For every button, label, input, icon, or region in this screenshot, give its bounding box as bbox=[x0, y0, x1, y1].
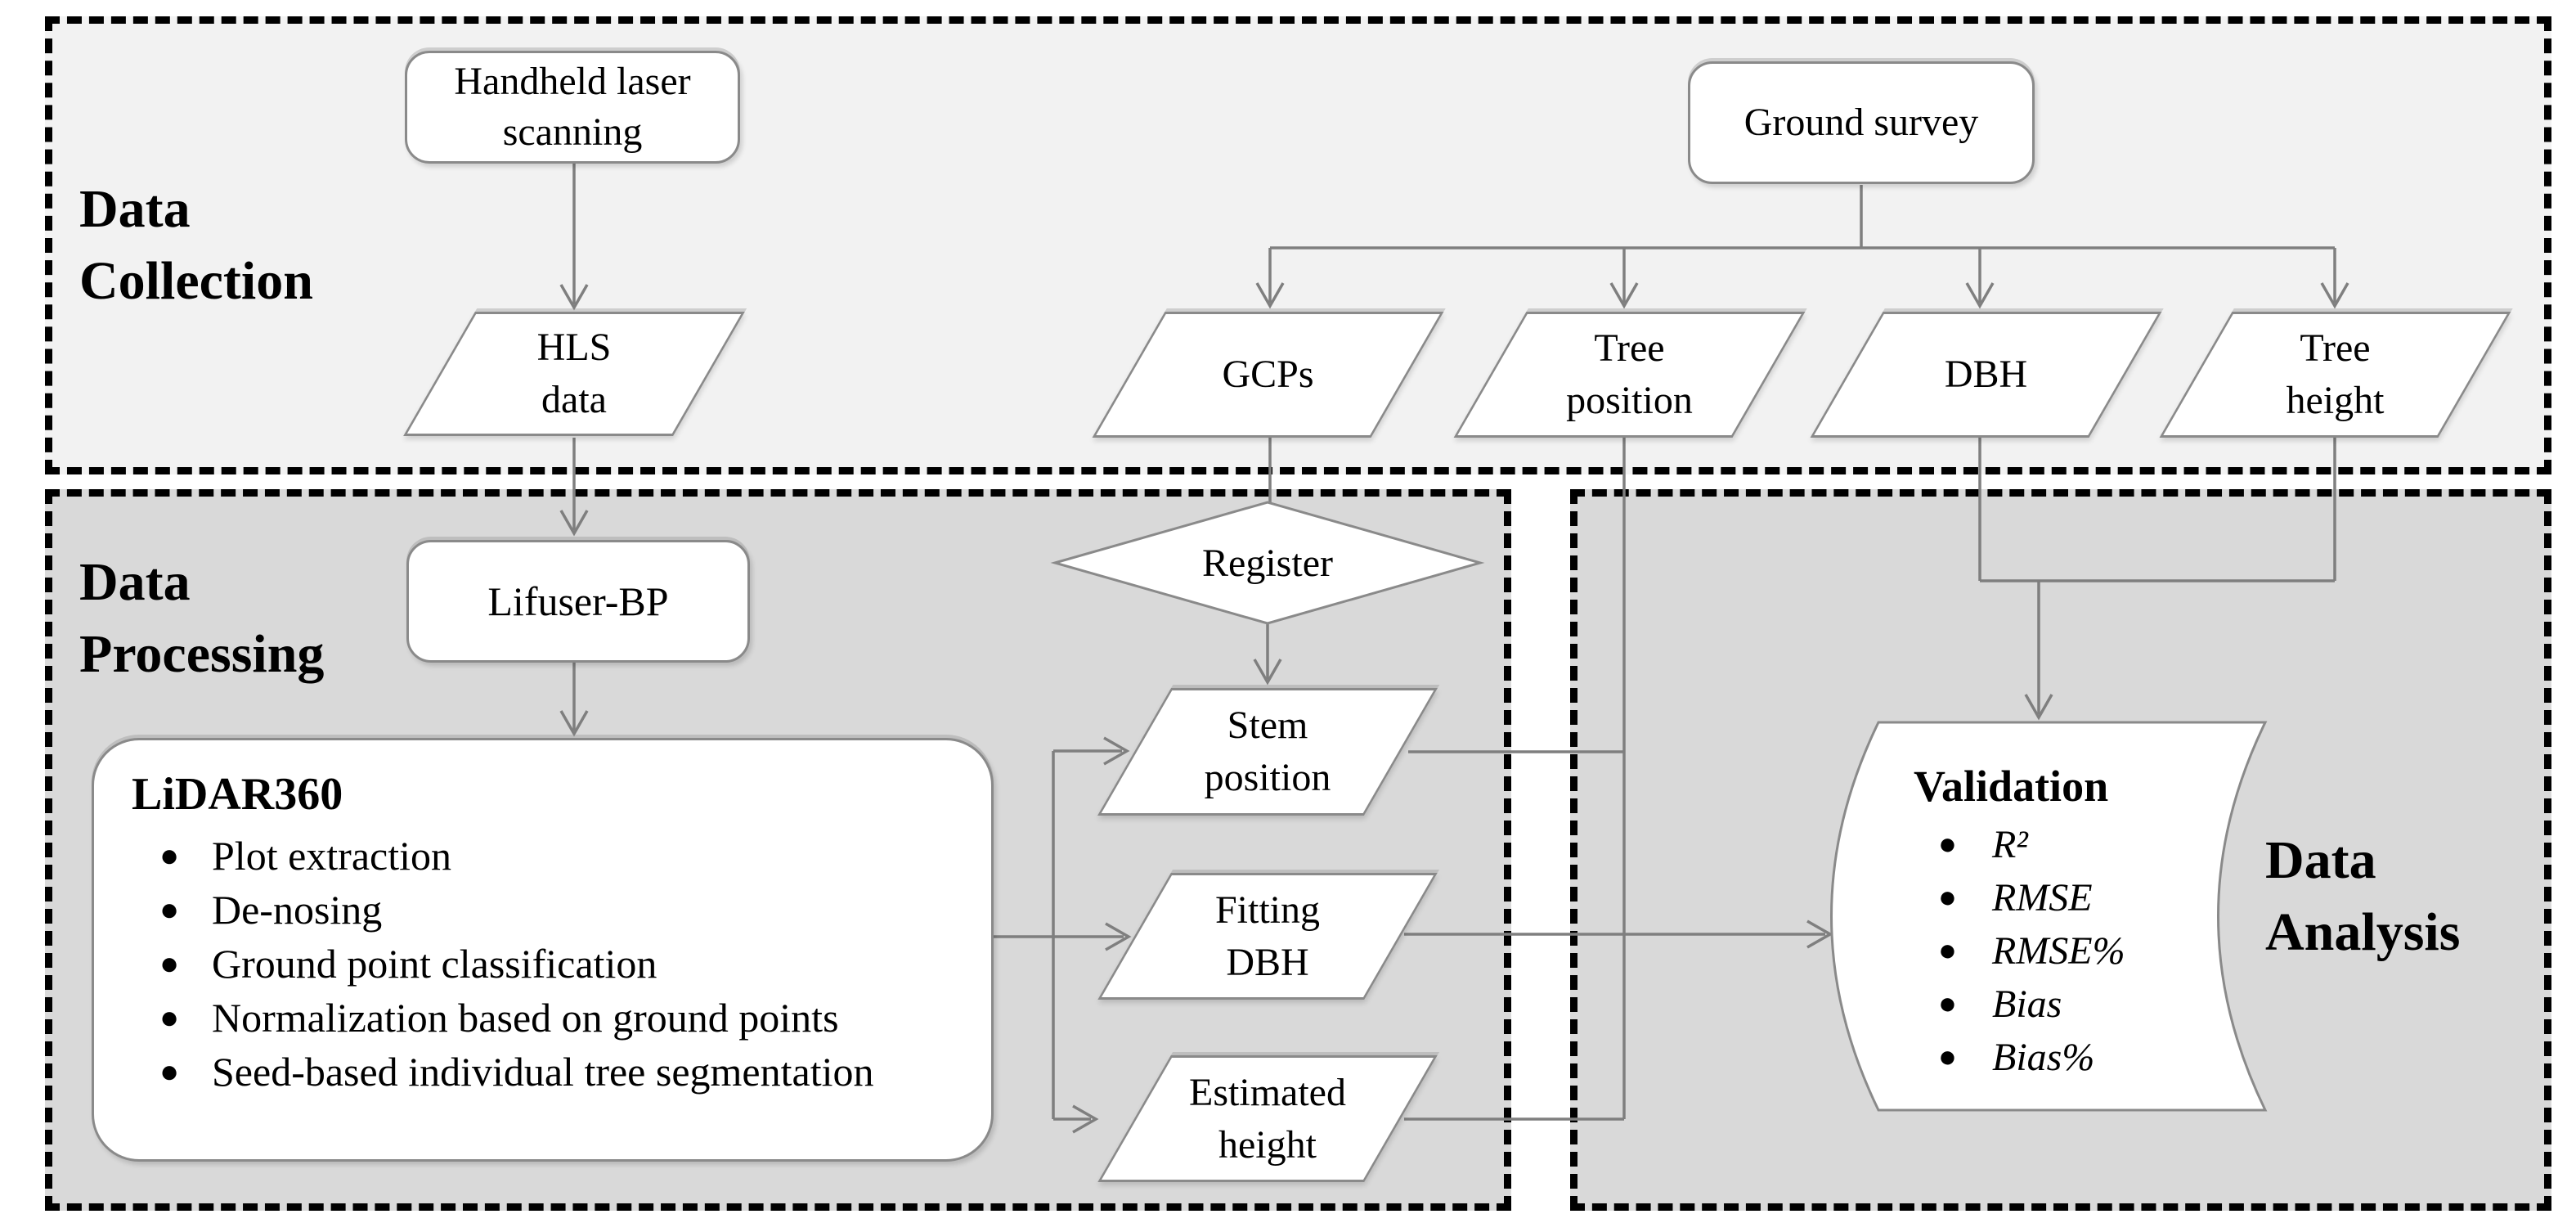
register-diamond-shape bbox=[1050, 501, 1485, 625]
node-label: Estimated height bbox=[1102, 1055, 1434, 1182]
bullet-item: RMSE% bbox=[1905, 924, 2233, 978]
arrowhead-down-icon bbox=[559, 284, 589, 311]
arrowhead-down-icon bbox=[1253, 659, 1282, 686]
node-label: Register bbox=[1202, 541, 1333, 585]
bullet-item: Ground point classification bbox=[132, 937, 967, 991]
section-label-line: Data bbox=[79, 552, 191, 612]
section-label-line: Processing bbox=[79, 624, 325, 684]
node-label: Lifuser-BP bbox=[487, 578, 669, 624]
node-label-line: HLS bbox=[536, 326, 612, 369]
arrowhead-right-icon bbox=[1072, 1104, 1099, 1134]
node-label-line: DBH bbox=[1226, 940, 1309, 984]
bullet-item: R² bbox=[1905, 818, 2233, 871]
node-label-line: GCPs bbox=[1222, 353, 1314, 396]
node-label-line: height bbox=[2286, 379, 2385, 422]
node-label-line: Stem bbox=[1227, 704, 1308, 747]
arrowhead-right-icon bbox=[1103, 736, 1130, 766]
estimated-height-node: Estimated height bbox=[1097, 1055, 1438, 1182]
lidar360-title: LiDAR360 bbox=[132, 769, 343, 820]
hls-data-node: HLS data bbox=[403, 312, 745, 436]
register-node: Register bbox=[1145, 537, 1390, 589]
section-label-data-collection: Data Collection bbox=[79, 173, 313, 317]
dbh-node: DBH bbox=[1810, 312, 2162, 438]
section-label-data-processing: Data Processing bbox=[79, 546, 324, 690]
validation-title: Validation bbox=[1914, 762, 2109, 811]
arrowhead-down-icon bbox=[559, 510, 589, 537]
node-label-line: position bbox=[1566, 379, 1693, 422]
node-label-line: height bbox=[1218, 1122, 1317, 1167]
section-label-line: Collection bbox=[79, 251, 313, 311]
node-label: DBH bbox=[1814, 312, 2158, 438]
node-label-line: Tree bbox=[1594, 326, 1665, 370]
arrowhead-right-icon bbox=[1105, 922, 1132, 951]
node-label: Stem position bbox=[1102, 688, 1434, 816]
validation-bullet-list: R²RMSERMSE%BiasBias% bbox=[1905, 818, 2233, 1084]
arrowhead-down-icon bbox=[559, 710, 589, 737]
bullet-item: Normalization based on ground points bbox=[132, 991, 967, 1045]
node-label: Tree position bbox=[1457, 312, 1802, 438]
bullet-item: Bias bbox=[1905, 978, 2233, 1031]
node-label: Ground survey bbox=[1744, 101, 1979, 144]
bullet-item: De-nosing bbox=[132, 883, 967, 937]
node-label: GCPs bbox=[1096, 312, 1440, 438]
arrowhead-down-icon bbox=[1255, 282, 1285, 309]
arrowhead-down-icon bbox=[2320, 282, 2349, 309]
section-label-line: Data bbox=[79, 179, 191, 239]
lifuser-bp-node: Lifuser-BP bbox=[406, 540, 750, 663]
arrowhead-down-icon bbox=[1965, 282, 1995, 309]
section-label-line: Analysis bbox=[2265, 902, 2461, 962]
node-label-line: DBH bbox=[1944, 353, 2028, 396]
node-label-line: scanning bbox=[502, 110, 643, 154]
node-label: Fitting DBH bbox=[1102, 873, 1434, 1000]
lidar360-bullet-list: Plot extractionDe-nosingGround point cla… bbox=[132, 829, 967, 1099]
node-label-line: Handheld laser bbox=[454, 60, 691, 103]
handheld-laser-scanning-node: Handheld laser scanning bbox=[405, 51, 740, 164]
node-label-line: data bbox=[541, 378, 607, 421]
bullet-item: Bias% bbox=[1905, 1031, 2233, 1084]
node-label-line: Tree bbox=[2300, 326, 2371, 370]
tree-position-node: Tree position bbox=[1453, 312, 1806, 438]
lidar360-node: LiDAR360 Plot extractionDe-nosingGround … bbox=[92, 738, 994, 1162]
stem-position-node: Stem position bbox=[1097, 688, 1438, 816]
section-label-data-analysis: Data Analysis bbox=[2265, 825, 2460, 969]
node-label: Tree height bbox=[2163, 312, 2507, 438]
gcps-node: GCPs bbox=[1092, 312, 1444, 438]
arrowhead-right-icon bbox=[1806, 920, 1833, 949]
node-label-line: Estimated bbox=[1189, 1070, 1346, 1114]
node-label-line: Fitting bbox=[1214, 888, 1321, 932]
bullet-item: Plot extraction bbox=[132, 829, 967, 883]
bullet-item: RMSE bbox=[1905, 871, 2233, 924]
node-label-line: position bbox=[1204, 756, 1331, 799]
arrowhead-down-icon bbox=[2024, 694, 2053, 721]
fitting-dbh-node: Fitting DBH bbox=[1097, 873, 1438, 1000]
node-label: HLS data bbox=[406, 312, 742, 436]
bullet-item: Seed-based individual tree segmentation bbox=[132, 1045, 967, 1099]
ground-survey-node: Ground survey bbox=[1688, 61, 2035, 184]
tree-height-node: Tree height bbox=[2159, 312, 2511, 438]
validation-node: Validation R²RMSERMSE%BiasBias% bbox=[1905, 761, 2233, 1084]
arrowhead-down-icon bbox=[1609, 282, 1639, 309]
section-label-line: Data bbox=[2265, 830, 2376, 890]
